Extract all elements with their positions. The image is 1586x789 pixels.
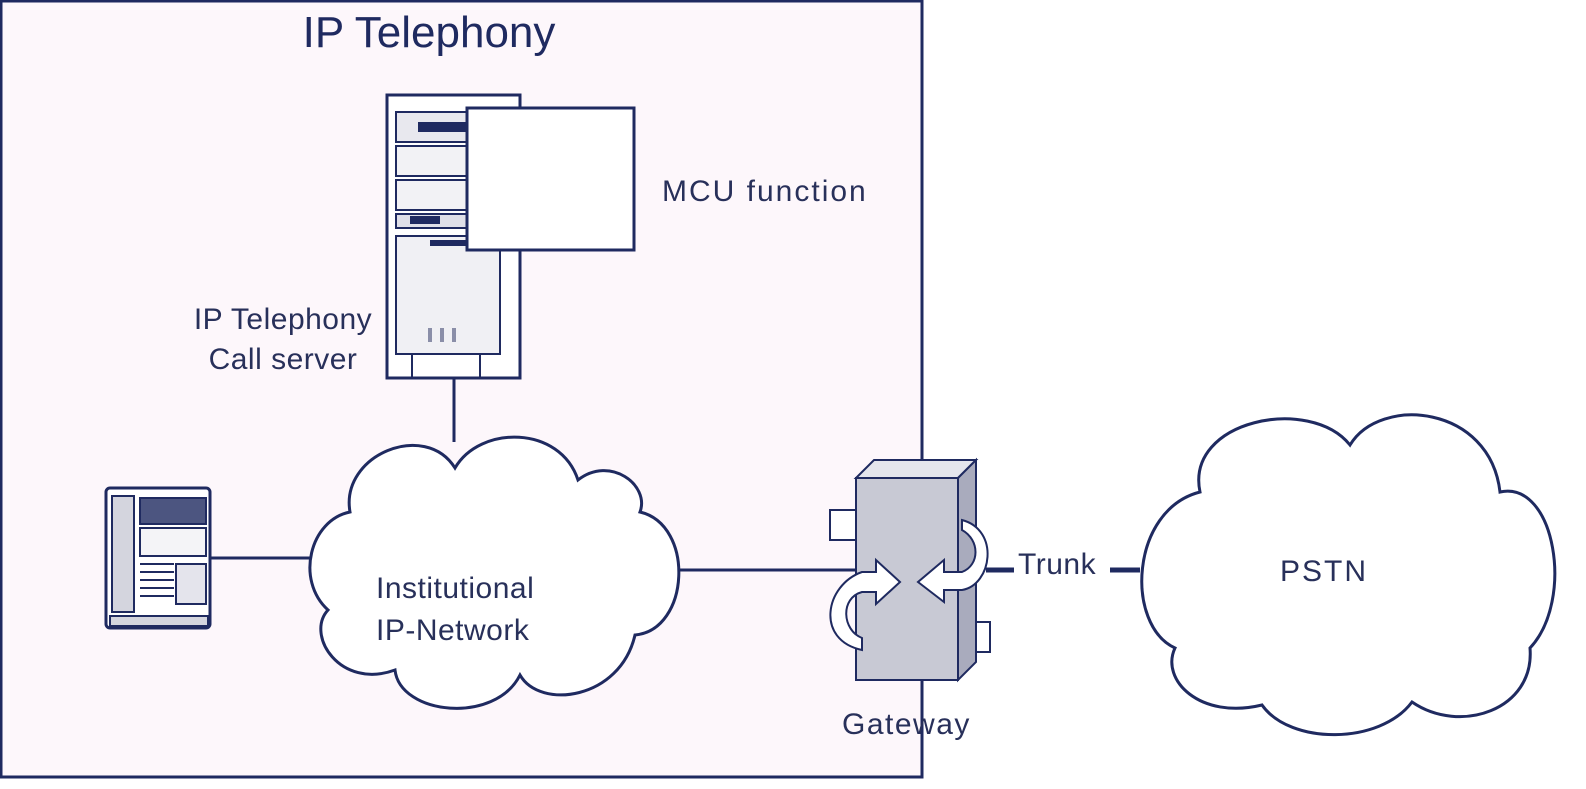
diagram-title: IP Telephony — [302, 8, 556, 57]
call-server-label-line1: IP Telephony — [193, 303, 373, 336]
call-server-label: IP Telephony Call server — [178, 300, 388, 380]
call-server-label-line2: Call server — [208, 343, 358, 376]
ip-network-label: Institutional IP-Network — [376, 568, 534, 652]
mcu-function-card — [465, 106, 636, 252]
mcu-function-label: MCU function — [662, 175, 868, 208]
ip-phone-icon — [104, 486, 212, 630]
pstn-cloud — [1140, 413, 1557, 737]
ip-network-label-line2: IP-Network — [376, 614, 530, 647]
call-server-icon — [385, 93, 522, 380]
gateway-label: Gateway — [842, 708, 971, 741]
trunk-label: Trunk — [1018, 548, 1097, 581]
ip-network-cloud — [308, 435, 681, 710]
pstn-label: PSTN — [1280, 555, 1369, 588]
ip-network-label-line1: Institutional — [376, 572, 535, 605]
gateway-icon — [829, 457, 991, 683]
